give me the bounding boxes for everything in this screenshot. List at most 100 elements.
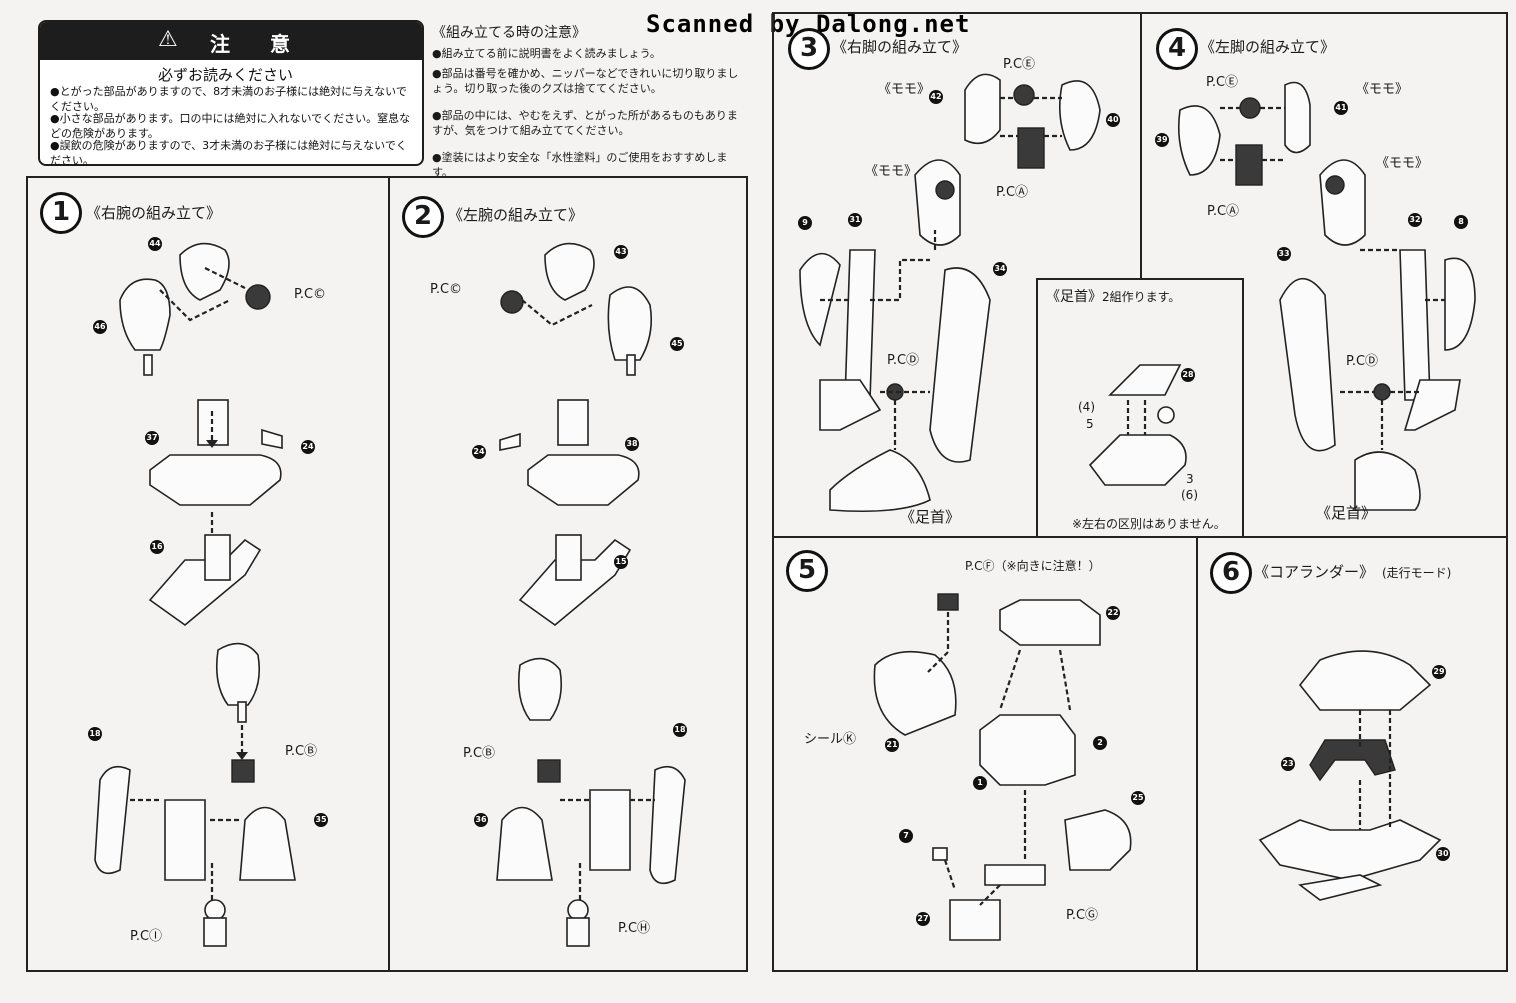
assembly-notes-title: 《組み立てる時の注意》 — [432, 25, 586, 41]
ankle-footnote: ※左右の区別はありません。 — [1072, 517, 1226, 531]
step1-art — [94, 242, 296, 947]
step5-part-2: 2 — [1093, 736, 1107, 750]
step6-subtitle: (走行モード) — [1382, 566, 1452, 580]
step2-number: 2 — [402, 196, 444, 238]
step5-part-25: 25 — [1131, 791, 1145, 805]
step1-part-46: 46 — [93, 320, 107, 334]
step3-part-31: 31 — [848, 213, 862, 227]
ankle-label-5: 5 — [1086, 417, 1094, 431]
step4-pc-a-label: P.CⒶ — [1207, 204, 1240, 219]
assembly-note-3: ●部品の中には、やむをえず、とがった所があるものもありますが、気をつけて組み立て… — [432, 109, 738, 137]
step2-part-24: 24 — [472, 445, 486, 459]
step4-part-39: 39 — [1155, 133, 1169, 147]
caution-subtitle: 必ずお読みください — [158, 66, 294, 84]
assembly-note-2: ●部品は番号を確かめ、ニッパーなどできれいに切り取りましょう。切り取った後のクズ… — [432, 67, 739, 95]
step5-part-1: 1 — [973, 776, 987, 790]
step2-art — [496, 242, 686, 947]
step1-part-24: 24 — [301, 440, 315, 454]
assembly-note-1: ●組み立てる前に説明書をよく読みましょう。 — [432, 47, 661, 60]
step3-momo-lower: 《モモ》 — [865, 164, 918, 179]
step2-part-43: 43 — [614, 245, 628, 259]
caution-item-1: ●とがった部品がありますので、8才未満のお子様には絶対に与えないでください。 — [50, 85, 407, 113]
step2-part-15: 15 — [614, 555, 628, 569]
ankle-art — [1088, 364, 1187, 486]
step3-ashikubi: 《足首》 — [900, 508, 961, 526]
assembly-notes: 《組み立てる時の注意》 ●組み立てる前に説明書をよく読みましょう。 ●部品は番号… — [432, 22, 748, 179]
step4-ashikubi: 《足首》 — [1316, 504, 1377, 522]
step1-number: 1 — [40, 192, 82, 234]
step3-pc-e-label: P.CⒺ — [1003, 57, 1036, 72]
step5-pc-f-label: P.CⒻ（※向きに注意！） — [965, 559, 1101, 573]
step1-part-18: 18 — [88, 727, 102, 741]
step4-title: 《左脚の組み立て》 — [1200, 38, 1336, 56]
step1-part-16: 16 — [150, 540, 164, 554]
step1-part-44: 44 — [148, 237, 162, 251]
caution-item-3: ●誤飲の危険がありますので、3才未満のお子様には絶対に与えないでください。 — [50, 139, 407, 167]
step6-art — [1258, 650, 1442, 901]
assembly-note-4: ●塗装にはより安全な「水性塗料」のご使用をおすすめします。 — [432, 151, 728, 179]
step3-pc-d-label: P.CⒹ — [887, 353, 920, 368]
step3-part-40: 40 — [1106, 113, 1120, 127]
step2-part-45: 45 — [670, 337, 684, 351]
step2-title: 《左腕の組み立て》 — [448, 206, 584, 224]
step2-pc-b-label: P.CⒷ — [463, 746, 496, 761]
step6-title: 《コアランダー》 — [1254, 563, 1375, 581]
step4-part-33: 33 — [1277, 247, 1291, 261]
step6-panel — [1196, 536, 1508, 972]
step4-momo-lower: 《モモ》 — [1376, 156, 1429, 171]
step2-part-18: 18 — [673, 723, 687, 737]
step4-momo-upper: 《モモ》 — [1356, 82, 1409, 97]
step1-pc-b-label: P.CⒷ — [285, 744, 318, 759]
step6-part-23: 23 — [1281, 757, 1295, 771]
ankle-label-6: (6) — [1181, 488, 1198, 502]
step4-pc-e-label: P.CⒺ — [1206, 75, 1239, 90]
step2-pc-h-label: P.CⒽ — [618, 921, 651, 936]
step3-number: 3 — [788, 28, 830, 70]
step5-pc-g-label: P.CⒼ — [1066, 908, 1099, 923]
step2-pc-c-label: P.C© — [430, 282, 463, 297]
step5-art — [873, 593, 1132, 941]
ankle-part-28: 28 — [1181, 368, 1195, 382]
step3-part-42: 42 — [929, 90, 943, 104]
ankle-title: 《足首》 — [1046, 289, 1102, 305]
step5-number: 5 — [786, 550, 828, 592]
caution-header: ⚠ 注 意 — [40, 22, 422, 60]
step5-part-27: 27 — [916, 912, 930, 926]
caution-item-2: ●小さな部品があります。口の中には絶対に入れないでください。窒息などの危険があり… — [50, 112, 411, 140]
caution-title: 注 意 — [210, 32, 300, 56]
step4-part-41: 41 — [1334, 101, 1348, 115]
step2-panel — [388, 176, 748, 972]
step3-part-34: 34 — [993, 262, 1007, 276]
step5-part-21: 21 — [885, 738, 899, 752]
step3-title: 《右脚の組み立て》 — [832, 38, 968, 56]
ankle-label-3: 3 — [1186, 472, 1194, 486]
step2-part-38: 38 — [625, 437, 639, 451]
step4-part-32: 32 — [1408, 213, 1422, 227]
step6-number: 6 — [1210, 552, 1252, 594]
step5-part-7: 7 — [899, 829, 913, 843]
ankle-label-4: (4) — [1078, 400, 1095, 414]
step3-art — [799, 73, 1101, 513]
warning-icon: ⚠ — [158, 27, 178, 52]
step4-pc-d-label: P.CⒹ — [1346, 354, 1379, 369]
step6-part-29: 29 — [1432, 665, 1446, 679]
ankle-note: 2組作ります。 — [1102, 290, 1181, 304]
step1-pc-i-label: P.CⒾ — [130, 929, 163, 944]
step4-art — [1177, 81, 1476, 511]
step3-part-9: 9 — [798, 216, 812, 230]
step5-seal-label: シールⓀ — [804, 732, 857, 747]
step4-part-8: 8 — [1454, 215, 1468, 229]
step2-part-36: 36 — [474, 813, 488, 827]
step1-pc-c-label: P.C© — [294, 287, 327, 302]
step3-momo-upper: 《モモ》 — [878, 82, 931, 97]
step6-part-30: 30 — [1436, 847, 1450, 861]
step1-part-35: 35 — [314, 813, 328, 827]
step4-number: 4 — [1156, 28, 1198, 70]
caution-box: ⚠ 注 意 必ずお読みください ●とがった部品がありますので、8才未満のお子様に… — [38, 20, 424, 167]
step1-part-37: 37 — [145, 431, 159, 445]
step5-part-22: 22 — [1106, 606, 1120, 620]
step3-pc-a-label: P.CⒶ — [996, 185, 1029, 200]
step1-title: 《右腕の組み立て》 — [86, 204, 222, 222]
ankle-panel — [1036, 278, 1244, 538]
